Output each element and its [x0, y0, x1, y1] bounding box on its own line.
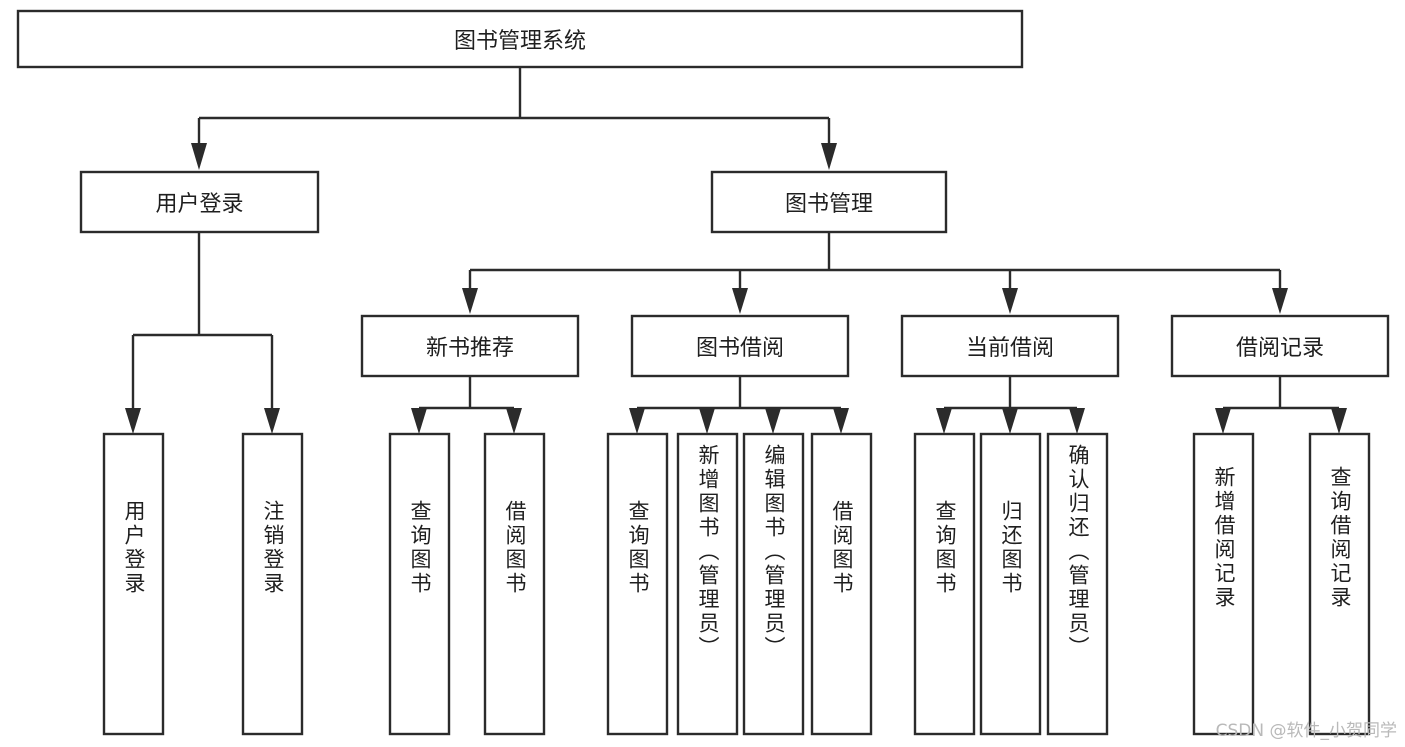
arrow-head-book-borrow: [732, 288, 748, 314]
node-box-leaf-add-book[interactable]: [676, 432, 739, 736]
node-box-leaf-query-book-3[interactable]: [913, 432, 976, 736]
node-box-leaf-edit-book[interactable]: [742, 432, 805, 736]
connector-group-book-borrow: [629, 376, 849, 434]
arrow-head-user-login: [191, 143, 207, 170]
node-box-leaf-borrow-book-2[interactable]: [810, 432, 873, 736]
node-box-leaf-add-record[interactable]: [1192, 432, 1255, 736]
node-box-leaf-user-login[interactable]: [102, 432, 165, 736]
node-box-leaf-query-book-2[interactable]: [606, 432, 669, 736]
arrow-head-leaf-borrow-book-1: [506, 408, 522, 434]
arrow-head-leaf-return-book: [1002, 408, 1018, 434]
connector-group-new-book-rec: [411, 376, 522, 434]
connector-group-borrow-record: [1215, 376, 1347, 434]
arrow-head-book-manage: [821, 143, 837, 170]
node-box-book-manage[interactable]: [710, 170, 948, 234]
arrow-head-leaf-add-record: [1215, 408, 1231, 434]
arrow-head-leaf-confirm-return: [1069, 408, 1085, 434]
node-box-leaf-logout[interactable]: [241, 432, 304, 736]
arrow-head-leaf-add-book: [699, 408, 715, 434]
connector-group-user-login: [125, 232, 280, 434]
arrow-head-leaf-logout: [264, 408, 280, 434]
arrow-head-leaf-user-login: [125, 408, 141, 434]
node-box-current-borrow[interactable]: [900, 314, 1120, 378]
node-box-leaf-query-record[interactable]: [1308, 432, 1371, 736]
connector-group-book-manage: [462, 232, 1288, 314]
arrow-head-leaf-query-book-2: [629, 408, 645, 434]
node-box-book-borrow[interactable]: [630, 314, 850, 378]
connector-group-current-borrow: [936, 376, 1085, 434]
arrow-head-new-book-rec: [462, 288, 478, 314]
node-box-borrow-record[interactable]: [1170, 314, 1390, 378]
arrow-head-leaf-borrow-book-2: [833, 408, 849, 434]
arrow-head-leaf-edit-book: [765, 408, 781, 434]
node-box-root[interactable]: [16, 9, 1024, 69]
arrow-head-borrow-record: [1272, 288, 1288, 314]
node-box-leaf-borrow-book-1[interactable]: [483, 432, 546, 736]
arrow-head-current-borrow: [1002, 288, 1018, 314]
node-box-leaf-query-book-1[interactable]: [388, 432, 451, 736]
node-box-user-login[interactable]: [79, 170, 320, 234]
arrow-head-leaf-query-book-3: [936, 408, 952, 434]
node-box-leaf-confirm-return[interactable]: [1046, 432, 1109, 736]
connector-group-root: [191, 67, 837, 170]
arrow-head-leaf-query-record: [1331, 408, 1347, 434]
arrow-head-leaf-query-book-1: [411, 408, 427, 434]
node-box-leaf-return-book[interactable]: [979, 432, 1042, 736]
node-box-new-book-rec[interactable]: [360, 314, 580, 378]
